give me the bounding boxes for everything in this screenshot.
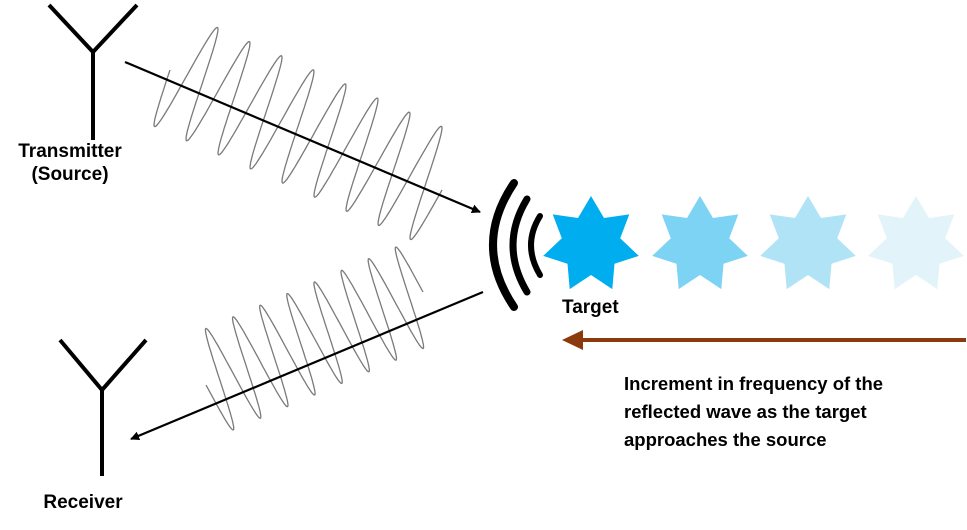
target-label: Target [562, 297, 619, 318]
incident-arrow [124, 60, 481, 214]
target-star-trail-2 [760, 196, 856, 290]
incident-wave [153, 26, 443, 241]
caption-line-1: Increment in frequency of the [624, 373, 884, 394]
transmitter-antenna-icon [47, 3, 139, 140]
transmitter-label-line2: (Source) [31, 163, 109, 185]
target-star-group [543, 196, 964, 290]
reflection-arcs-icon [489, 179, 543, 311]
target-motion-arrow [562, 330, 966, 350]
caption-line-2: reflected wave as the target [624, 401, 867, 422]
receiver-label: Receiver [43, 492, 123, 513]
transmitter-label: Transmitter (Source) [0, 141, 140, 187]
doppler-caption: Increment in frequency of the reflected … [624, 370, 883, 454]
target-star-current [543, 196, 639, 290]
target-star-trail-3 [868, 196, 964, 290]
reflected-arrow [130, 290, 484, 441]
caption-line-3: approaches the source [624, 429, 827, 450]
reflected-wave [204, 246, 425, 431]
receiver-antenna-icon [58, 338, 148, 476]
transmitter-label-line1: Transmitter [18, 141, 122, 162]
target-star-trail-1 [652, 196, 748, 290]
